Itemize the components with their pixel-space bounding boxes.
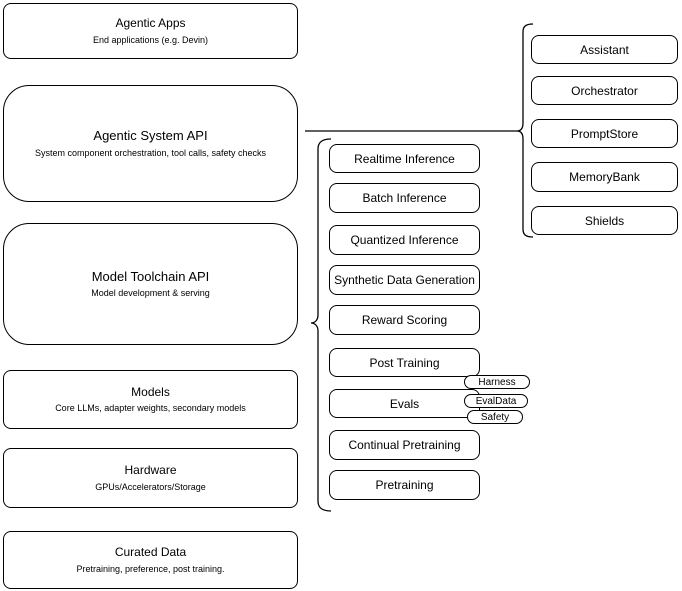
tag-label: EvalData <box>475 395 517 407</box>
node-label: Evals <box>389 396 420 411</box>
node-label: Pretraining <box>375 478 434 492</box>
box-evals: Evals <box>329 389 480 418</box>
box-title: Curated Data <box>114 545 187 560</box>
box-realtime-inference: Realtime Inference <box>329 144 480 173</box>
node-label: Realtime Inference <box>354 151 455 166</box>
box-title: Agentic Apps <box>115 16 186 31</box>
box-title: Models <box>131 384 170 399</box>
node-label: Post Training <box>369 355 440 370</box>
box-agentic-apps: Agentic Apps End applications (e.g. Devi… <box>3 3 298 59</box>
box-curated-data: Curated Data Pretraining, preference, po… <box>3 531 298 589</box>
tag-label: Harness <box>478 376 516 388</box>
node-label: Assistant <box>580 42 629 57</box>
box-model-toolchain-api: Model Toolchain API Model development & … <box>3 223 298 345</box>
box-subtitle: Core LLMs, adapter weights, secondary mo… <box>55 403 246 414</box>
node-label: Quantized Inference <box>350 233 459 247</box>
box-quantized-inference: Quantized Inference <box>329 225 480 255</box>
box-memorybank: MemoryBank <box>531 162 678 192</box>
tag-label: Safety <box>480 411 510 423</box>
box-subtitle: Model development & serving <box>91 288 210 299</box>
box-reward-scoring: Reward Scoring <box>329 305 480 335</box>
node-label: Batch Inference <box>362 191 447 205</box>
box-pretraining: Pretraining <box>329 470 480 500</box>
box-subtitle: System component orchestration, tool cal… <box>34 147 267 158</box>
box-hardware: Hardware GPUs/Accelerators/Storage <box>3 448 298 508</box>
box-synthetic-data-generation: Synthetic Data Generation <box>329 265 480 295</box>
node-label: Shields <box>584 213 625 228</box>
node-label: Continual Pretraining <box>348 438 461 452</box>
box-orchestrator: Orchestrator <box>531 76 678 105</box>
box-batch-inference: Batch Inference <box>329 183 480 213</box>
box-subtitle: GPUs/Accelerators/Storage <box>95 481 206 492</box>
tag-harness: Harness <box>464 375 530 389</box>
box-title: Agentic System API <box>93 128 208 144</box>
box-shields: Shields <box>531 206 678 235</box>
node-label: Orchestrator <box>571 83 638 98</box>
middle-group-brace <box>310 138 332 512</box>
node-label: Reward Scoring <box>361 313 448 327</box>
box-post-training: Post Training <box>329 348 480 377</box>
tag-safety: Safety <box>467 410 523 424</box>
node-label: MemoryBank <box>569 170 640 184</box>
box-promptstore: PromptStore <box>531 119 678 148</box>
node-label: PromptStore <box>570 126 639 141</box>
box-agentic-system-api: Agentic System API System component orch… <box>3 85 298 202</box>
box-title: Hardware <box>124 463 177 478</box>
box-models: Models Core LLMs, adapter weights, secon… <box>3 370 298 429</box>
box-subtitle: End applications (e.g. Devin) <box>92 34 209 45</box>
box-assistant: Assistant <box>531 35 678 64</box>
tag-evaldata: EvalData <box>464 394 528 408</box>
box-continual-pretraining: Continual Pretraining <box>329 430 480 460</box>
box-subtitle: Pretraining, preference, post training. <box>76 563 225 574</box>
box-title: Model Toolchain API <box>91 268 210 284</box>
node-label: Synthetic Data Generation <box>334 273 475 287</box>
